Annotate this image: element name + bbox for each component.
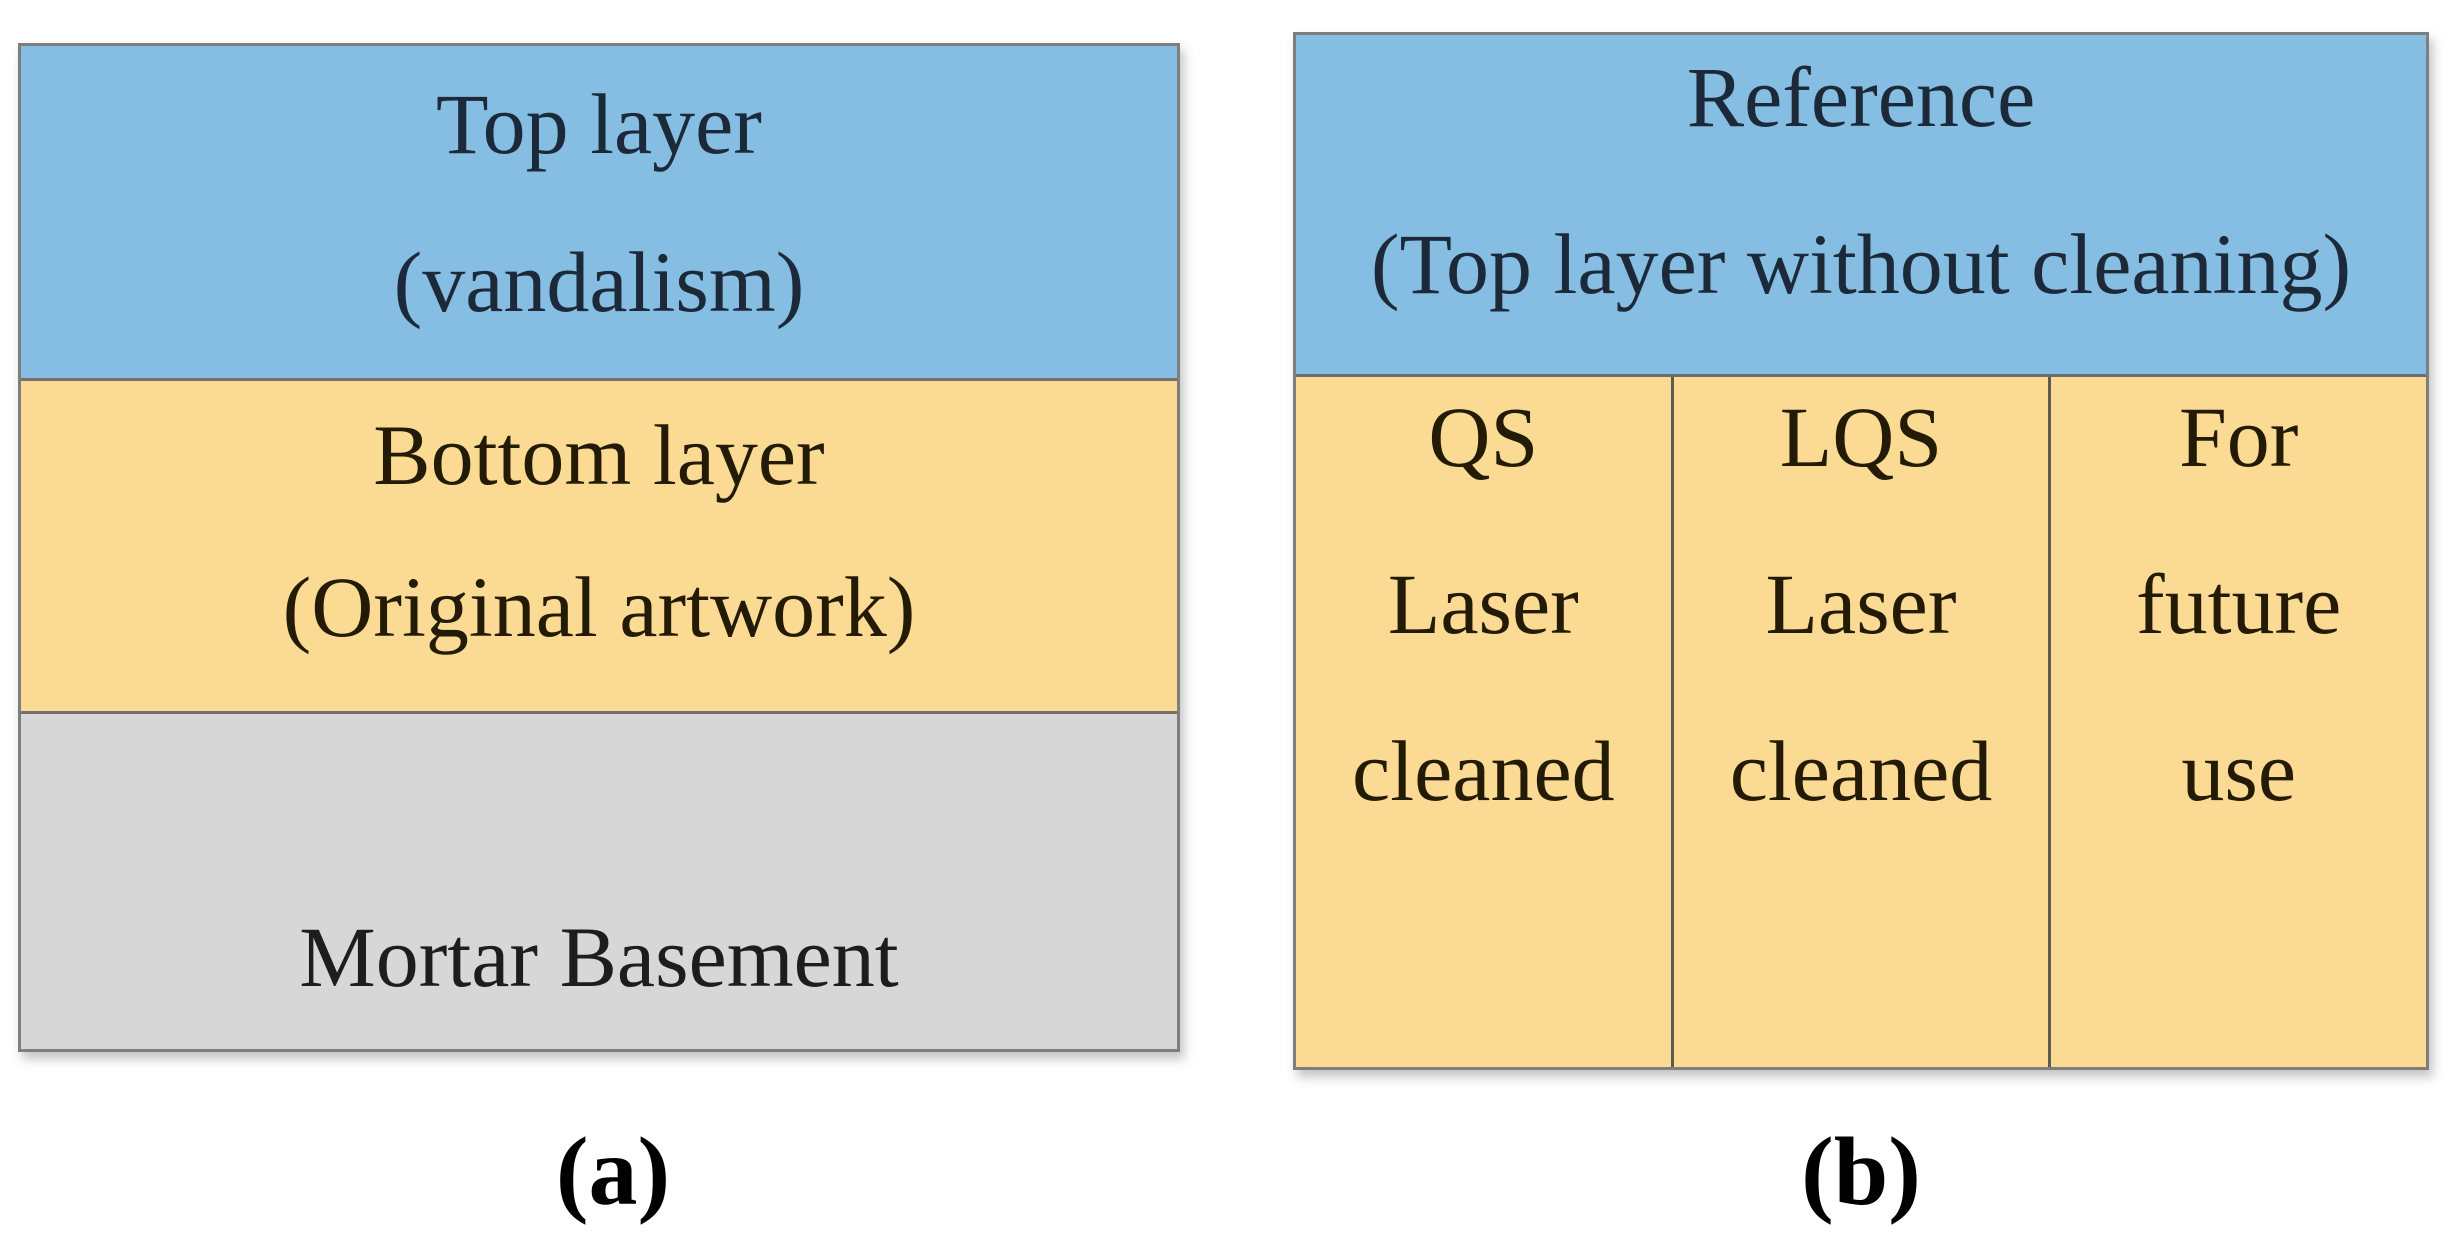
qs-line3: cleaned [1352, 723, 1615, 819]
future-line1: For [2178, 389, 2299, 485]
layer-mortar-basement: Mortar Basement [21, 711, 1177, 1049]
reference-header-line2: (Top layer without cleaning) [1370, 216, 2352, 312]
layer-top-line1: Top layer [436, 76, 762, 172]
lqs-line1: LQS [1779, 389, 1943, 485]
column-for-future-use: For future use [2048, 377, 2427, 1067]
reference-header: Reference (Top layer without cleaning) [1296, 35, 2426, 377]
panel-b-cleaning-zones: Reference (Top layer without cleaning) Q… [1293, 32, 2429, 1070]
lqs-line3: cleaned [1729, 723, 1993, 819]
layer-bottom-line1: Bottom layer [373, 407, 825, 503]
subfigure-label-b: (b) [1801, 1118, 1921, 1226]
column-lqs-laser-cleaned: LQS Laser cleaned [1670, 377, 2049, 1067]
panel-a-stratigraphy: Top layer (vandalism) Bottom layer (Orig… [18, 43, 1180, 1052]
layer-top-vandalism: Top layer (vandalism) [21, 46, 1177, 378]
layer-bottom-original-artwork: Bottom layer (Original artwork) [21, 378, 1177, 711]
lqs-line2: Laser [1765, 556, 1957, 652]
future-line3: use [2181, 723, 2296, 819]
subfigure-label-a: (a) [555, 1118, 671, 1226]
reference-header-line1: Reference [1686, 49, 2036, 145]
qs-line1: QS [1428, 389, 1539, 485]
layer-mortar-line1: Mortar Basement [299, 909, 899, 1005]
qs-line2: Laser [1387, 556, 1579, 652]
column-qs-laser-cleaned: QS Laser cleaned [1296, 377, 1671, 1067]
cleaning-columns: QS Laser cleaned LQS Laser cleaned For f… [1296, 377, 2427, 1067]
layer-top-line2: (vandalism) [393, 234, 805, 330]
future-line2: future [2136, 556, 2342, 652]
layer-bottom-line2: (Original artwork) [282, 559, 916, 655]
